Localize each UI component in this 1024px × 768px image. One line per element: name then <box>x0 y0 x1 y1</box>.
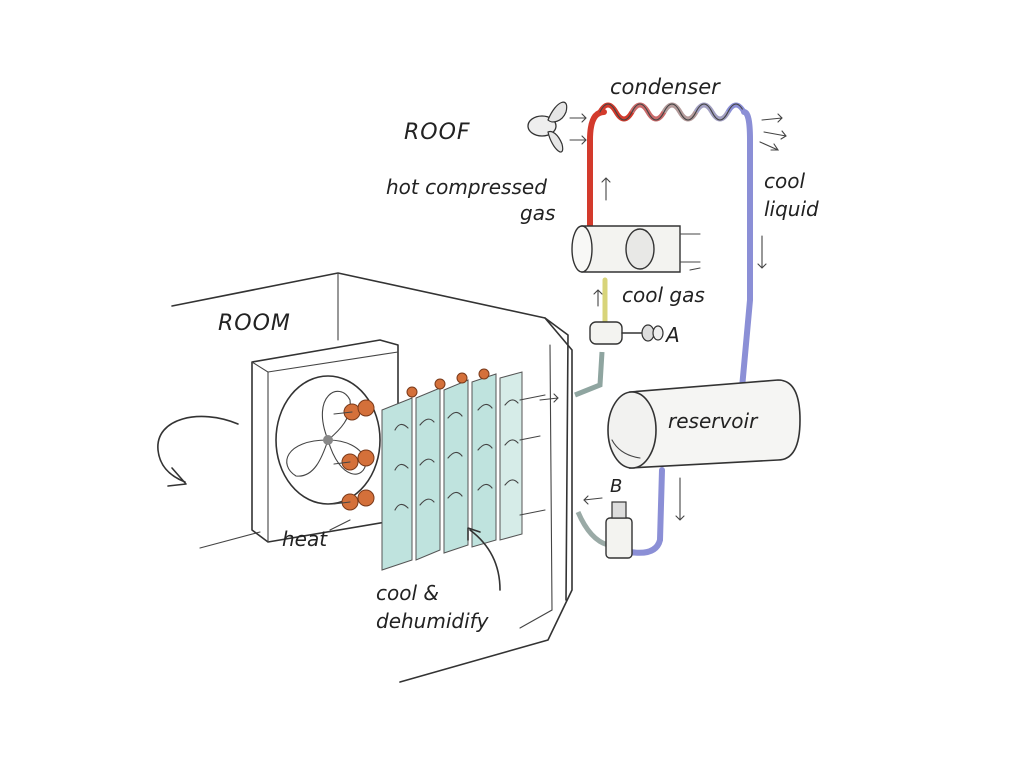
cool-arrow-head <box>467 527 481 541</box>
cool-liquid-pipe <box>739 109 753 391</box>
room-wall <box>171 272 573 683</box>
cool-dehumidify-label-line2: dehumidify <box>376 609 490 633</box>
room-label: ROOM <box>218 311 291 336</box>
cool-dehumidify-label-line1: cool & <box>376 581 439 605</box>
heat-label: heat <box>282 527 328 551</box>
suction-pipe <box>574 351 605 398</box>
liquid-line-pipe <box>627 467 665 556</box>
copper-fittings <box>333 368 490 511</box>
compressor <box>571 225 701 273</box>
condenser-coil <box>597 102 747 122</box>
evaporator-fins <box>381 371 546 571</box>
valve-b-label: B <box>610 476 622 497</box>
valve-b <box>605 501 633 559</box>
evaporator-unit <box>251 339 546 571</box>
flow-arrows <box>539 113 787 521</box>
cool-liquid-label-line2: liquid <box>764 197 819 221</box>
cool-arrow <box>469 529 501 591</box>
cool-liquid-label-line1: cool <box>764 169 805 193</box>
condenser-label: condenser <box>610 75 721 99</box>
reservoir-tank <box>607 379 801 469</box>
condenser-fan <box>527 101 568 153</box>
roof-label: ROOF <box>404 120 471 145</box>
heat-pointer <box>329 519 351 531</box>
expansion-pipe <box>575 510 609 548</box>
valve-a-label: A <box>664 323 680 347</box>
reservoir-label: reservoir <box>668 409 759 433</box>
valve-a <box>589 321 664 345</box>
airflow-arrow <box>157 415 239 487</box>
cool-gas-label: cool gas <box>622 283 705 307</box>
hot-gas-label-line2: gas <box>520 201 555 225</box>
hot-gas-label-line1: hot compressed <box>386 175 547 199</box>
hot-gas-pipe <box>587 109 607 231</box>
evaporator-fan <box>275 375 381 505</box>
